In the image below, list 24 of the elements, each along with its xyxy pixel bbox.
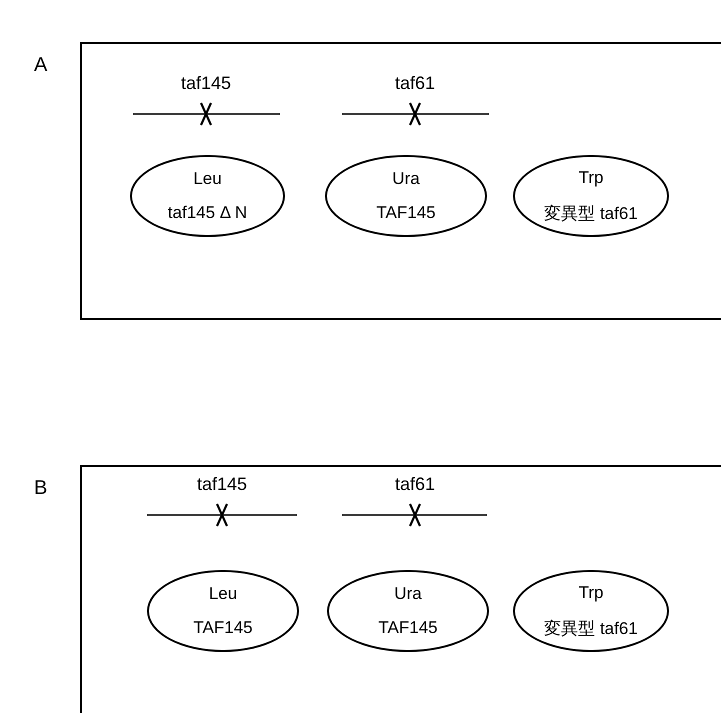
plasmid-ellipse	[327, 570, 489, 652]
plasmid-ellipse	[325, 155, 487, 237]
plasmid-ellipse	[513, 155, 669, 237]
marker-label: Trp	[578, 582, 604, 602]
gene-label: TAF145	[376, 203, 436, 223]
panel-label: A	[34, 54, 48, 77]
marker-label: Leu	[193, 169, 222, 189]
marker-label: Ura	[392, 169, 420, 189]
gene-name: taf145	[196, 474, 248, 495]
gene-label: 変異型 taf61	[544, 202, 638, 224]
panel-label: B	[34, 477, 48, 500]
gene-label: taf145 Δ N	[168, 203, 248, 223]
marker-label: Trp	[578, 168, 604, 188]
gene-label: TAF145	[193, 618, 253, 638]
gene-name: taf61	[394, 73, 436, 94]
gene-name: taf145	[180, 73, 232, 94]
marker-label: Ura	[394, 584, 422, 604]
plasmid-ellipse	[130, 155, 285, 237]
gene-label: TAF145	[378, 618, 438, 638]
plasmid-ellipse	[147, 570, 299, 652]
gene-label: 変異型 taf61	[544, 618, 638, 640]
gene-name: taf61	[394, 474, 436, 495]
marker-label: Leu	[208, 584, 238, 604]
plasmid-ellipse	[513, 570, 669, 652]
